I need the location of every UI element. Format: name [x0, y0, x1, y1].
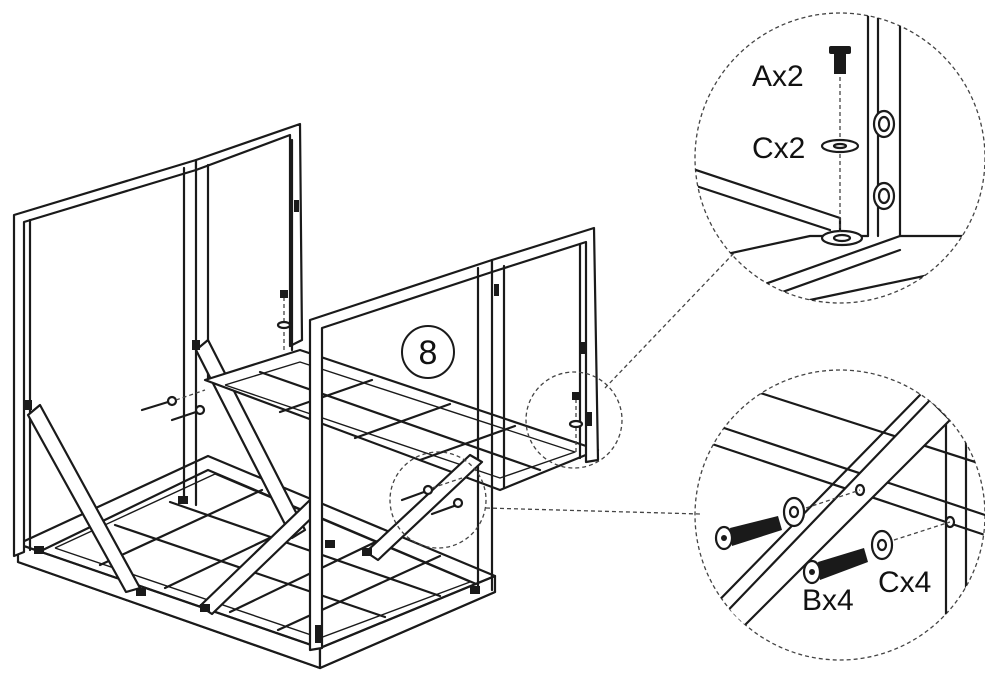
part-label-b: Bx4 — [802, 584, 854, 617]
bolt-icon — [714, 516, 782, 551]
washer-icon — [820, 138, 860, 154]
screw-icon — [829, 46, 851, 74]
left-braces — [26, 338, 324, 616]
part-label-c-bottom: Cx4 — [878, 566, 931, 599]
frame-assembly — [12, 122, 600, 670]
bottom-detail-callout: Bx4 Cx4 — [694, 369, 985, 661]
part-label-a: Ax2 — [752, 60, 804, 93]
part-label-c-top: Cx2 — [752, 132, 805, 165]
step-number: 8 — [419, 334, 438, 372]
top-detail-callout: Ax2 Cx2 — [694, 12, 985, 304]
bolt-icon — [802, 548, 868, 585]
joint-blocks — [24, 200, 592, 643]
washer-icon — [870, 529, 894, 561]
back-left-frame — [12, 122, 304, 558]
step-badge: 8 — [401, 325, 455, 379]
frame-hardware — [140, 290, 584, 516]
front-brace — [364, 453, 484, 562]
callout-leaders — [389, 251, 736, 549]
